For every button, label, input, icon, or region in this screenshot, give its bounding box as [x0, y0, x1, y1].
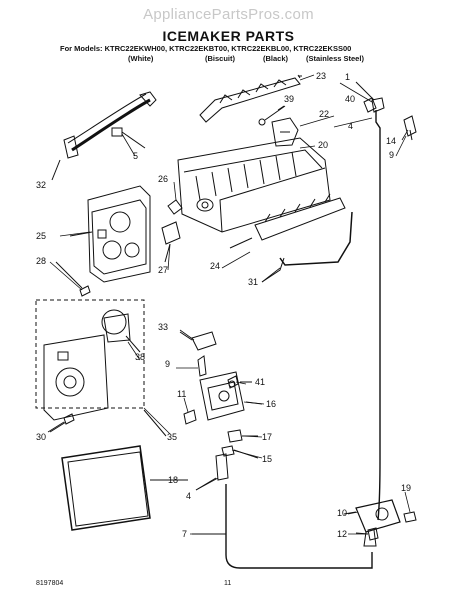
callout-1: 1	[345, 72, 351, 82]
model-color-white: (White)	[128, 54, 154, 63]
part-small-fittings	[183, 409, 259, 459]
callout-38: 38	[135, 352, 146, 362]
module-box	[35, 299, 145, 409]
callout-7: 7	[182, 529, 188, 539]
footer-code: 8197804	[36, 580, 64, 587]
part-screw-14	[403, 115, 417, 141]
part-fitting-4	[195, 453, 229, 491]
callout-31: 31	[248, 277, 259, 287]
part-clamp-40	[363, 97, 377, 113]
page-title: ICEMAKER PARTS	[162, 28, 295, 44]
callout-14: 14	[386, 136, 397, 146]
part-ejector	[199, 74, 302, 123]
callout-20: 20	[318, 140, 329, 150]
callout-10: 10	[337, 508, 348, 518]
part-plug	[111, 127, 146, 149]
part-fill-cup	[271, 117, 299, 147]
part-stripper	[229, 193, 346, 249]
callout-33: 33	[158, 322, 169, 332]
part-bearing	[161, 199, 183, 263]
part-water-tube	[192, 484, 373, 569]
part-module	[43, 334, 109, 421]
callout-32: 32	[36, 180, 47, 190]
callout-22: 22	[319, 109, 330, 119]
callout-5: 5	[133, 151, 139, 161]
leader-35	[143, 409, 167, 437]
callout-9b: 9	[165, 359, 171, 369]
callout-26: 26	[158, 174, 169, 184]
callout-28: 28	[36, 256, 47, 266]
callout-4b: 4	[186, 491, 192, 501]
part-housing	[69, 185, 151, 283]
callout-12: 12	[337, 529, 348, 539]
callout-35: 35	[167, 432, 178, 442]
part-mold	[177, 137, 331, 233]
callout-19: 19	[401, 483, 412, 493]
part-water-valve	[343, 499, 417, 547]
callout-30: 30	[36, 432, 47, 442]
part-wire-harness	[51, 91, 157, 181]
part-cover	[61, 445, 188, 531]
model-list: For Models: KTRC22EKWH00, KTRC22EKBT00, …	[60, 44, 352, 53]
model-color-biscuit: (Biscuit)	[205, 54, 235, 63]
part-screw-28	[55, 261, 91, 297]
callout-15: 15	[262, 454, 273, 464]
model-color-black: (Black)	[263, 54, 289, 63]
callout-25: 25	[36, 231, 47, 241]
part-fill-tube	[355, 81, 385, 521]
callout-27: 27	[158, 265, 169, 275]
callout-41: 41	[255, 377, 266, 387]
part-shutoff-arm	[261, 211, 353, 283]
callout-16: 16	[266, 399, 277, 409]
watermark: AppliancePartsPros.com	[143, 6, 314, 23]
part-valve-bracket	[199, 371, 263, 421]
part-screw-30	[49, 413, 75, 433]
model-color-stainless: (Stainless Steel)	[306, 54, 364, 63]
callout-18: 18	[168, 475, 179, 485]
callout-11: 11	[177, 389, 187, 399]
part-screw-9	[197, 355, 207, 377]
callout-24: 24	[210, 261, 221, 271]
callout-9a: 9	[389, 150, 395, 160]
callout-39: 39	[284, 94, 295, 104]
callout-23: 23	[316, 71, 327, 81]
part-motor	[101, 309, 141, 353]
leader-lines	[47, 74, 411, 535]
footer-page: 11	[224, 580, 232, 587]
part-screw-39	[258, 105, 286, 126]
callout-17: 17	[262, 432, 273, 442]
callout-4a: 4	[348, 121, 354, 131]
callout-40: 40	[345, 94, 356, 104]
part-screw-41	[227, 375, 252, 389]
part-bracket-33	[179, 331, 217, 351]
